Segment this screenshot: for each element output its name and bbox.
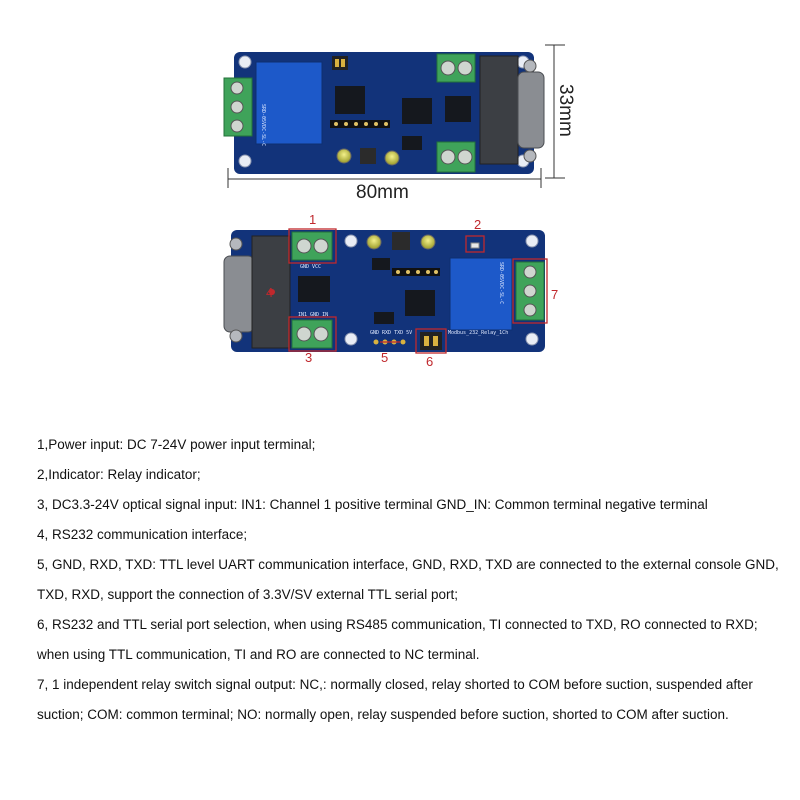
note-4: 4, RS232 communication interface; — [37, 527, 248, 542]
db9-connector-top — [479, 55, 545, 165]
callout-label-7: 7 — [551, 287, 558, 302]
uart-header: GND RXD TXD 5V — [370, 330, 412, 345]
callout-label-5: 5 — [381, 350, 388, 365]
callout-label-3: 3 — [305, 350, 312, 365]
svg-text:SRD-05VDC-SL-C: SRD-05VDC-SL-C — [498, 262, 504, 304]
note-6: 6, RS232 and TTL serial port selection, … — [37, 617, 758, 662]
relay-output-terminal-bottom — [515, 261, 545, 321]
power-input-terminal — [291, 231, 333, 261]
top-terminal-power — [436, 141, 476, 173]
note-5: 5, GND, RXD, TXD: TTL level UART communi… — [37, 557, 779, 602]
signal-input-terminal — [291, 319, 333, 349]
top-terminal-in — [436, 53, 476, 83]
note-1: 1,Power input: DC 7-24V power input term… — [37, 437, 316, 452]
callout-label-6: 6 — [426, 354, 433, 369]
callout-box-2 — [465, 235, 485, 253]
product-figure: 33mm 80mm SRD-05VDC-SL-C — [223, 44, 576, 369]
gnd-vcc-label: GND VCC — [300, 264, 321, 270]
relay: SRD-05VDC-SL-C — [255, 61, 323, 146]
callouts — [288, 228, 548, 354]
width-label: 80mm — [356, 182, 409, 203]
relay-indicator-led — [470, 242, 480, 249]
note-2: 2,Indicator: Relay indicator; — [37, 467, 201, 482]
in-labels: IN1 GND_IN — [298, 312, 328, 318]
height-dimension — [545, 44, 565, 179]
note-7: 7, 1 independent relay switch signal out… — [37, 677, 753, 722]
callout-label-2: 2 — [474, 217, 481, 232]
serial-select-jumper — [420, 332, 442, 350]
relay-output-terminal — [223, 77, 253, 137]
top-board-view: 33mm 80mm SRD-05VDC-SL-C — [223, 44, 576, 203]
relay-bottom: SRD-05VDC-SL-C — [449, 257, 513, 331]
notes-list: 1,Power input: DC 7-24V power input term… — [37, 430, 792, 730]
callout-box-3 — [288, 316, 337, 352]
callout-box-1 — [288, 228, 337, 264]
board-name: Modbus_232_Relay_1Ch — [448, 330, 508, 336]
callout-box-6 — [415, 328, 447, 354]
width-dimension — [227, 168, 542, 188]
callout-label-1: 1 — [309, 212, 316, 227]
svg-text:SRD-05VDC-SL-C: SRD-05VDC-SL-C — [260, 104, 266, 146]
callout-label-4: 4 — [266, 285, 273, 300]
bottom-board-view: GND VCC IN1 GND_IN SRD-05VDC-SL-C — [223, 230, 545, 352]
callout-box-7 — [512, 258, 548, 324]
note-3: 3, DC3.3-24V optical signal input: IN1: … — [37, 497, 708, 512]
svg-text:GND RXD TXD 5V: GND RXD TXD 5V — [370, 330, 412, 336]
height-label: 33mm — [555, 84, 576, 137]
db9-connector — [223, 235, 291, 349]
